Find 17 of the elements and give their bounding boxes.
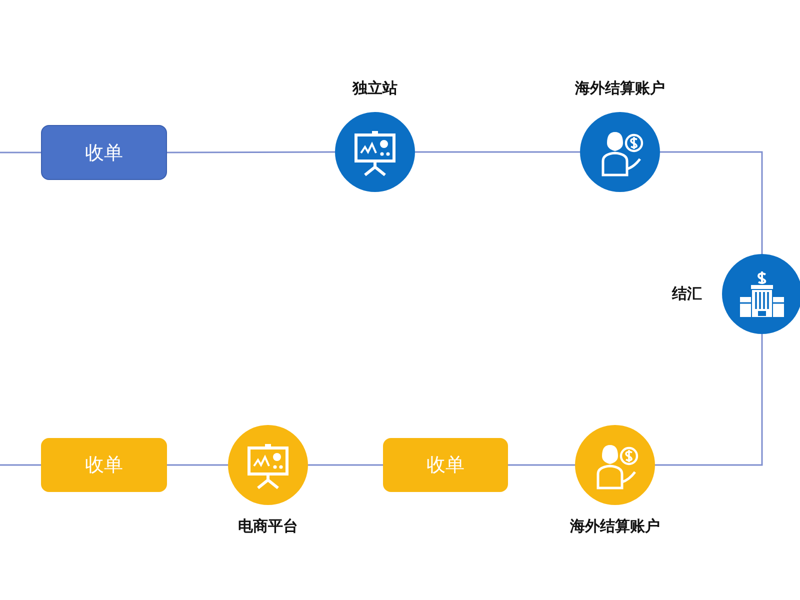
connector-line [167, 464, 228, 466]
connector-line [0, 464, 41, 466]
connector-line [655, 334, 763, 466]
connector-line [660, 151, 763, 254]
node-label: 电商平台 [238, 517, 298, 536]
process-box: 收单 [41, 125, 167, 180]
connector-line [0, 152, 41, 154]
node-label: 独立站 [352, 79, 398, 98]
node-label: 结汇 [672, 284, 702, 304]
node-label: 海外结算账户 [575, 79, 665, 98]
connector-line [508, 464, 575, 466]
connector-line [167, 151, 335, 154]
process-box: 收单 [41, 438, 167, 492]
process-box: 收单 [383, 438, 508, 492]
connector-line [308, 464, 383, 466]
connector-line [415, 151, 580, 153]
node-label: 海外结算账户 [570, 517, 660, 536]
